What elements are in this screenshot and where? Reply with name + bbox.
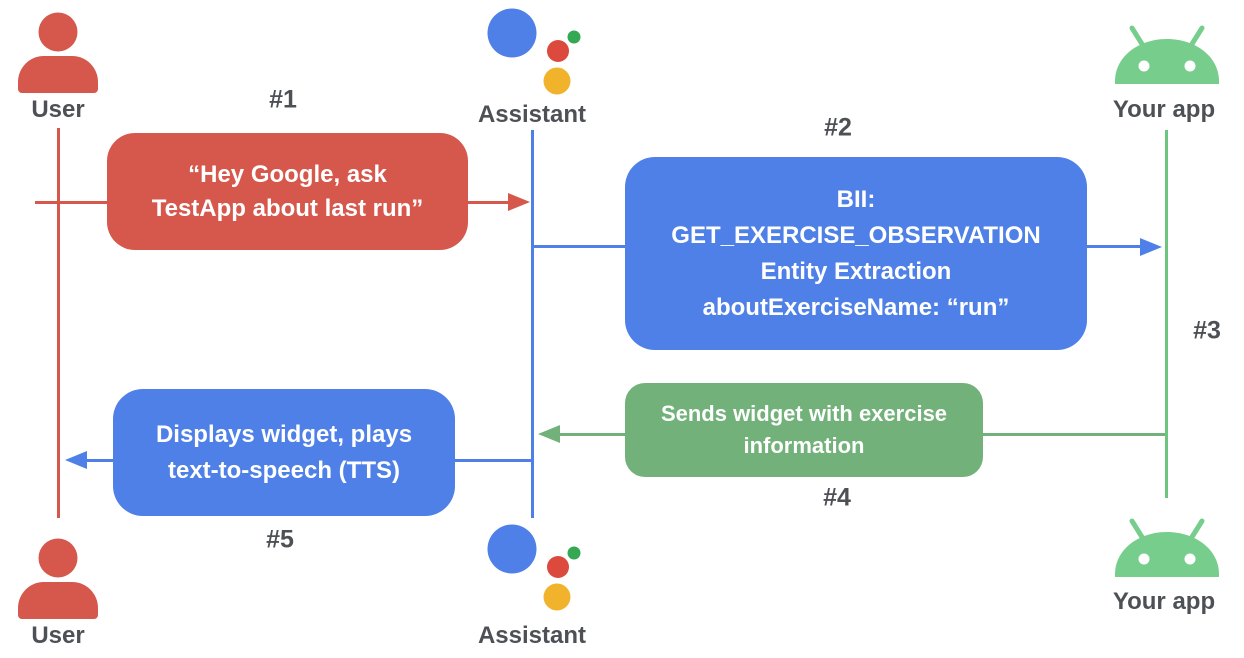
arrow-left-icon bbox=[65, 451, 87, 469]
arrow-right-icon bbox=[1140, 238, 1162, 256]
message-2-text: BII: GET_EXERCISE_OBSERVATION Entity Ext… bbox=[671, 185, 1041, 321]
user-lifeline bbox=[57, 128, 60, 518]
arrow-right-icon bbox=[508, 193, 530, 211]
assistant-lifeline bbox=[531, 130, 534, 518]
message-1-box: “Hey Google, ask TestApp about last run” bbox=[107, 133, 468, 250]
google-assistant-icon bbox=[487, 8, 581, 95]
message-5-box: Displays widget, plays text-to-speech (T… bbox=[113, 389, 455, 516]
message-1-text: “Hey Google, ask TestApp about last run” bbox=[151, 160, 424, 222]
person-icon bbox=[18, 538, 98, 619]
step-label-1: #1 bbox=[269, 85, 297, 114]
actor-label-assistant-bottom: Assistant bbox=[477, 622, 587, 649]
actor-label-user-bottom: User bbox=[31, 622, 85, 649]
step-label-3: #3 bbox=[1193, 316, 1221, 345]
step-label-5: #5 bbox=[266, 525, 294, 554]
step-label-2: #2 bbox=[824, 113, 852, 142]
android-icon bbox=[1115, 25, 1219, 84]
yourapp-lifeline bbox=[1165, 130, 1168, 498]
actor-label-user-top: User bbox=[31, 96, 85, 123]
message-4-box: Sends widget with exercise information bbox=[625, 383, 983, 477]
actor-label-yourapp-top: Your app bbox=[1112, 96, 1216, 123]
actor-label-yourapp-bottom: Your app bbox=[1112, 588, 1216, 615]
step-label-4: #4 bbox=[823, 483, 851, 512]
message-2-box: BII: GET_EXERCISE_OBSERVATION Entity Ext… bbox=[625, 157, 1087, 350]
android-icon bbox=[1115, 518, 1219, 577]
arrow-left-icon bbox=[538, 425, 560, 443]
google-assistant-icon bbox=[487, 524, 581, 611]
person-icon bbox=[18, 12, 98, 93]
actor-label-assistant-top: Assistant bbox=[477, 101, 587, 128]
message-5-text: Displays widget, plays text-to-speech (T… bbox=[155, 420, 413, 484]
message-4-text: Sends widget with exercise information bbox=[660, 401, 948, 458]
